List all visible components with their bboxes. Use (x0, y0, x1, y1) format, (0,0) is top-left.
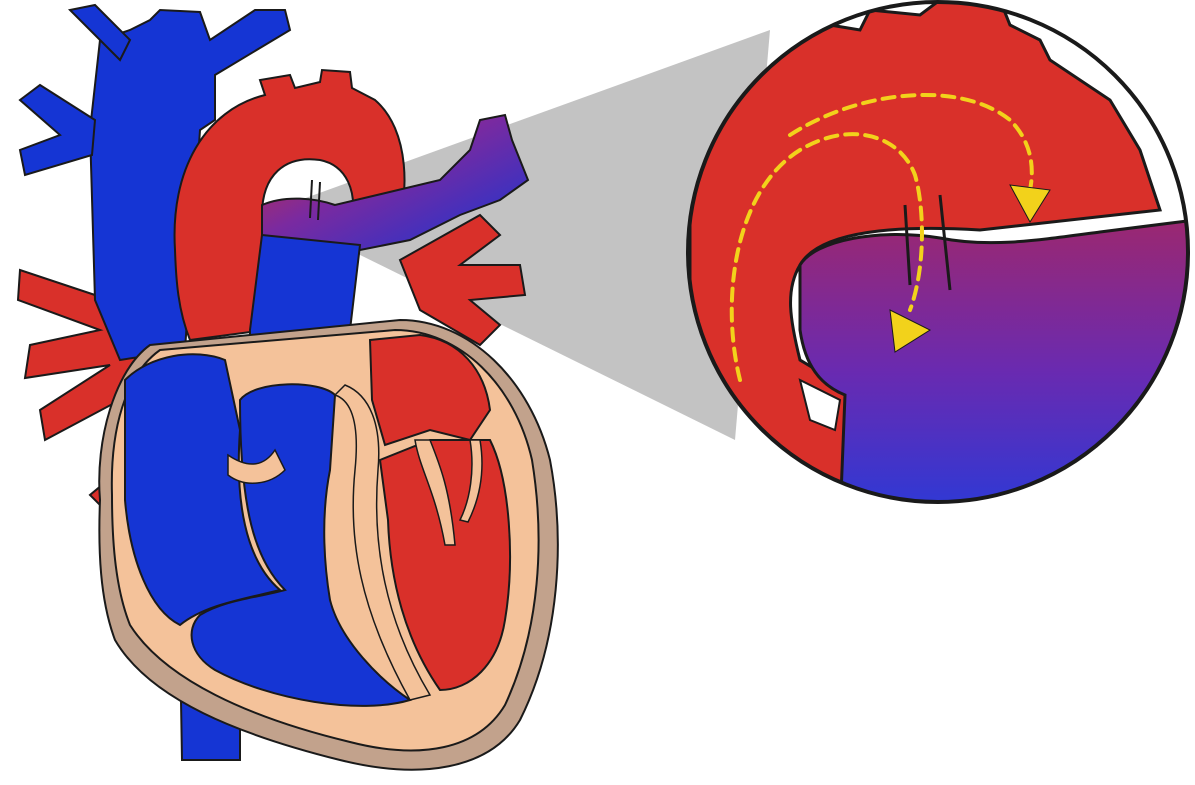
heart-diagram (0, 0, 1195, 785)
diagram-canvas (0, 0, 1195, 785)
